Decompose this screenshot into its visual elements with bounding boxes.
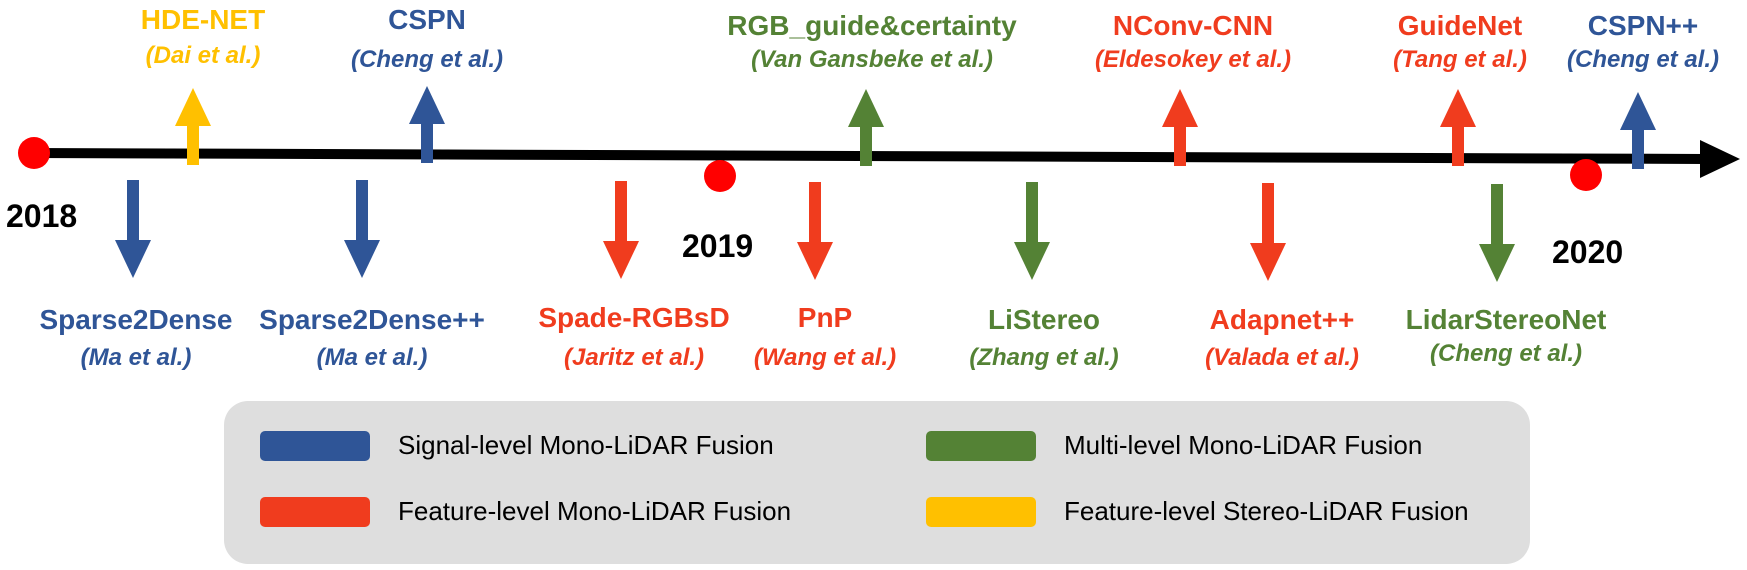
event-citation-listereo: (Zhang et al.) (969, 344, 1119, 371)
arrow-head-nconv-cnn (1162, 89, 1198, 127)
event-title-rgb-guide-certainty: RGB_guide&certainty (727, 10, 1017, 41)
event-title-lidarstereonet: LidarStereoNet (1405, 304, 1607, 335)
event-title-pnp: PnP (797, 302, 853, 333)
event-citation-lidarstereonet: (Cheng et al.) (1429, 340, 1583, 367)
arrow-head-cspn (409, 86, 445, 124)
legend-label-feature-level-stereo-lidar-fusion: Feature-level Stereo-LiDAR Fusion (1064, 496, 1469, 526)
event-citation-guidenet: (Tang et al.) (1393, 46, 1527, 73)
legend-box: Signal-level Mono-LiDAR Fusion Multi-leve… (224, 401, 1530, 564)
event-title-sparse2dense: Sparse2Dense++ (259, 304, 485, 335)
event-title-listereo: LiStereo (987, 304, 1101, 335)
event-title-cspn: CSPN++ (1587, 10, 1699, 41)
legend-swatch-feature-level-stereo-lidar-fusion (926, 497, 1036, 527)
arrow-shaft-lidarstereonet (1491, 184, 1503, 246)
event-citation-rgb-guide-certainty: (Van Gansbeke et al.) (751, 46, 993, 73)
event-title-cspn: CSPN (388, 4, 466, 35)
event-citation-cspn: (Cheng et al.) (350, 46, 504, 73)
milestone-dot-2020 (1570, 159, 1602, 191)
arrow-head-pnp (797, 242, 833, 280)
legend-swatch-feature-level-mono-lidar-fusion (260, 497, 370, 527)
arrow-head-rgb-guide-certainty (848, 89, 884, 127)
arrow-shaft-cspn (1632, 128, 1644, 169)
event-citation-pnp: (Wang et al.) (753, 344, 897, 371)
arrow-shaft-listereo (1026, 182, 1038, 244)
arrow-head-sparse2dense (115, 240, 151, 278)
year-label-2019: 2019 (682, 228, 754, 264)
year-label-2020: 2020 (1552, 234, 1624, 270)
arrow-head-listereo (1014, 242, 1050, 280)
event-title-hde-net: HDE-NET (140, 4, 266, 35)
legend-swatch-multi-level-mono-lidar-fusion (926, 431, 1036, 461)
legend-label-feature-level-mono-lidar-fusion: Feature-level Mono-LiDAR Fusion (398, 496, 792, 526)
legend-label-signal-level-mono-lidar-fusion: Signal-level Mono-LiDAR Fusion (398, 430, 774, 460)
arrow-shaft-adapnet (1262, 183, 1274, 245)
arrow-head-spade-rgbsd (603, 241, 639, 279)
arrow-head-sparse2dense (344, 240, 380, 278)
event-citation-nconv-cnn: (Eldesokey et al.) (1094, 46, 1292, 73)
arrow-head-adapnet (1250, 243, 1286, 281)
arrow-shaft-nconv-cnn (1174, 125, 1186, 166)
arrow-shaft-guidenet (1452, 125, 1464, 166)
arrow-shaft-pnp (809, 182, 821, 244)
milestone-dot-2019 (704, 160, 736, 192)
event-title-adapnet: Adapnet++ (1209, 304, 1355, 335)
milestone-dot-2018 (18, 137, 50, 169)
arrow-shaft-hde-net (187, 124, 199, 165)
event-citation-sparse2dense: (Ma et al.) (316, 344, 428, 371)
arrow-shaft-cspn (421, 122, 433, 163)
timeline-arrowhead (1700, 140, 1740, 178)
arrow-shaft-sparse2dense (127, 180, 139, 242)
arrow-head-hde-net (175, 88, 211, 126)
arrow-shaft-rgb-guide-certainty (860, 125, 872, 166)
event-citation-spade-rgbsd: (Jaritz et al.) (563, 344, 705, 371)
event-title-nconv-cnn: NConv-CNN (1112, 10, 1274, 41)
event-title-spade-rgbsd: Spade-RGBsD (538, 302, 730, 333)
arrow-head-guidenet (1440, 89, 1476, 127)
event-citation-sparse2dense: (Ma et al.) (80, 344, 192, 371)
event-citation-adapnet: (Valada et al.) (1205, 344, 1359, 371)
arrow-shaft-sparse2dense (356, 180, 368, 242)
arrow-head-cspn (1620, 92, 1656, 130)
arrow-shaft-spade-rgbsd (615, 181, 627, 243)
year-label-2018: 2018 (6, 198, 78, 234)
event-citation-hde-net: (Dai et al.) (145, 42, 261, 69)
event-title-sparse2dense: Sparse2Dense (39, 304, 233, 335)
legend-label-multi-level-mono-lidar-fusion: Multi-level Mono-LiDAR Fusion (1064, 430, 1423, 460)
arrow-head-lidarstereonet (1479, 244, 1515, 282)
legend-swatch-signal-level-mono-lidar-fusion (260, 431, 370, 461)
event-title-guidenet: GuideNet (1397, 10, 1523, 41)
event-citation-cspn: (Cheng et al.) (1566, 46, 1720, 73)
